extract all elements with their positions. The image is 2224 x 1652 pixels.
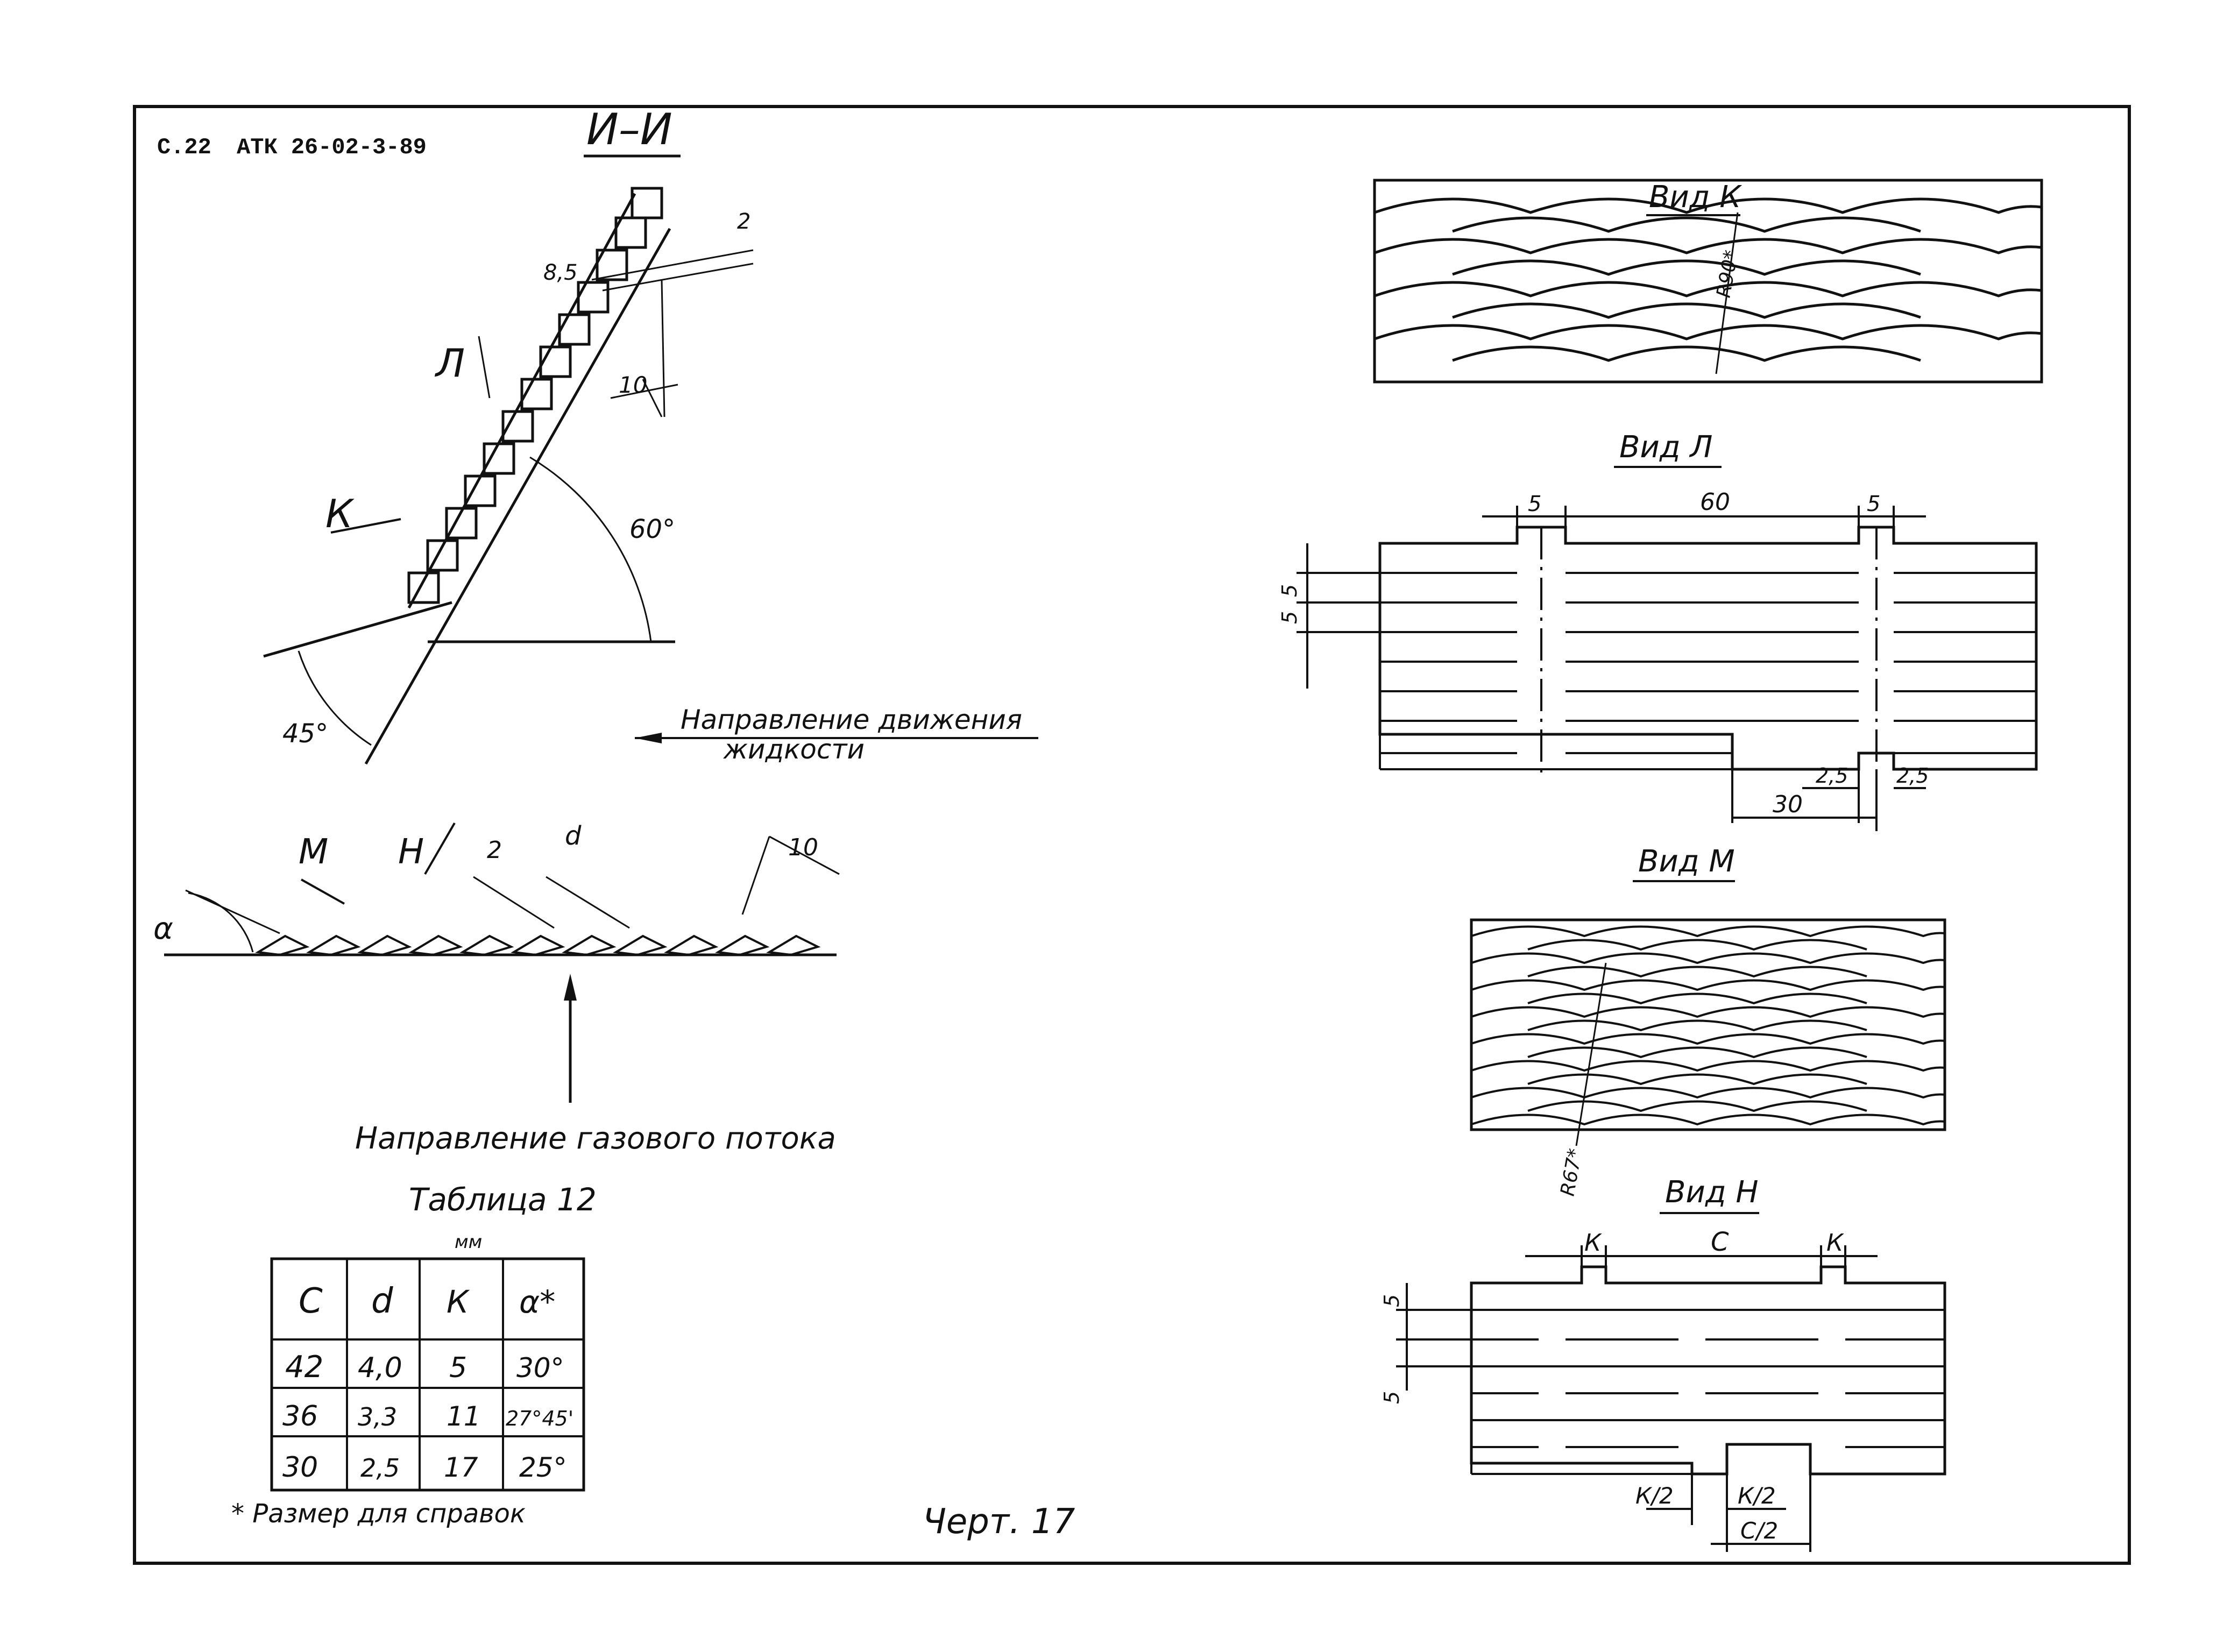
view-l-side-5a: 5 bbox=[1278, 584, 1301, 597]
cell-r1-c: 42 bbox=[285, 1350, 323, 1385]
view-l-dim-5a: 5 bbox=[1528, 492, 1541, 516]
cell-r2-c: 36 bbox=[282, 1400, 318, 1433]
view-n-dim-c: С bbox=[1711, 1227, 1729, 1257]
view-n-panel bbox=[1396, 1245, 1946, 1552]
view-l-title: Вид Л bbox=[1619, 430, 1712, 465]
view-m-panel bbox=[1470, 918, 1946, 1146]
view-m-marker: М bbox=[299, 832, 328, 872]
view-n-dim-k2-right: К/2 bbox=[1738, 1483, 1776, 1509]
profile-dim-2: 2 bbox=[487, 836, 502, 864]
dim-8-5: 8,5 bbox=[543, 260, 578, 285]
cell-r2-k: 11 bbox=[447, 1401, 481, 1432]
view-l-dim-2-5b: 2,5 bbox=[1896, 764, 1929, 788]
view-l-side-5b: 5 bbox=[1278, 611, 1301, 624]
angle-45: 45° bbox=[282, 719, 328, 749]
cell-r1-d: 4,0 bbox=[358, 1352, 402, 1384]
liquid-arrowhead bbox=[635, 733, 662, 743]
page-ref: С.22 bbox=[157, 134, 211, 160]
cell-r3-k: 17 bbox=[444, 1452, 478, 1483]
inclined-plate-section bbox=[263, 187, 754, 765]
doc-code: АТК 26-02-3-89 bbox=[237, 134, 427, 160]
angle-60: 60° bbox=[629, 514, 675, 544]
cell-r2-d: 3,3 bbox=[358, 1402, 397, 1431]
cell-r1-a: 30° bbox=[516, 1352, 564, 1384]
view-l-dim-30: 30 bbox=[1773, 791, 1803, 818]
view-n-dim-k-left: К bbox=[1584, 1229, 1602, 1257]
view-k-radius: R90* bbox=[1712, 249, 1743, 300]
th-k: К bbox=[447, 1284, 470, 1320]
table-title: Таблица 12 bbox=[409, 1181, 597, 1218]
dim-2-top: 2 bbox=[737, 209, 750, 234]
view-n-dim-c2: С/2 bbox=[1740, 1518, 1778, 1544]
profile-dim-10: 10 bbox=[788, 834, 818, 861]
view-n-dim-k-right: К bbox=[1826, 1229, 1844, 1257]
view-n-title: Вид Н bbox=[1665, 1175, 1758, 1210]
liquid-direction-line2: жидкости bbox=[723, 734, 865, 765]
sheet-frame bbox=[133, 105, 2131, 1565]
view-l-dim-5b: 5 bbox=[1867, 492, 1880, 516]
view-n-side-5a: 5 bbox=[1380, 1294, 1404, 1307]
table-12 bbox=[270, 1257, 585, 1492]
th-alpha: α* bbox=[519, 1284, 555, 1320]
view-n-side-5b: 5 bbox=[1380, 1391, 1404, 1404]
view-l-dim-60: 60 bbox=[1700, 488, 1730, 516]
th-c: С bbox=[299, 1281, 323, 1321]
view-k-panel bbox=[1373, 179, 2043, 384]
cell-r3-c: 30 bbox=[282, 1451, 318, 1484]
view-l-marker: Л bbox=[434, 341, 465, 386]
view-m-title: Вид М bbox=[1638, 844, 1735, 879]
cell-r2-a: 27°45' bbox=[506, 1407, 573, 1430]
gas-arrowhead bbox=[564, 974, 577, 1001]
table-footnote: * Размер для справок bbox=[231, 1499, 526, 1529]
view-m-radius: R67* bbox=[1556, 1147, 1586, 1198]
section-title: И–И bbox=[586, 104, 672, 154]
profile-dim-d: d bbox=[565, 821, 582, 851]
view-k-marker: К bbox=[325, 491, 355, 536]
cell-r3-d: 2,5 bbox=[360, 1454, 400, 1483]
plate-profile bbox=[164, 822, 840, 956]
gas-direction-label: Направление газового потока bbox=[355, 1121, 836, 1156]
liquid-direction-line1: Направление движения bbox=[681, 704, 1022, 735]
view-n-dim-k2-left: К/2 bbox=[1635, 1483, 1674, 1509]
view-l-dim-2-5a: 2,5 bbox=[1816, 764, 1848, 788]
table-unit: мм bbox=[455, 1231, 482, 1253]
cell-r3-a: 25° bbox=[519, 1452, 567, 1483]
view-l-panel bbox=[1297, 506, 2038, 831]
figure-caption: Черт. 17 bbox=[923, 1502, 1075, 1542]
dim-10-section: 10 bbox=[619, 372, 647, 398]
cell-r1-k: 5 bbox=[449, 1352, 467, 1384]
alpha-label: α bbox=[153, 911, 173, 946]
view-n-marker: Н bbox=[398, 832, 424, 872]
th-d: d bbox=[371, 1281, 393, 1321]
